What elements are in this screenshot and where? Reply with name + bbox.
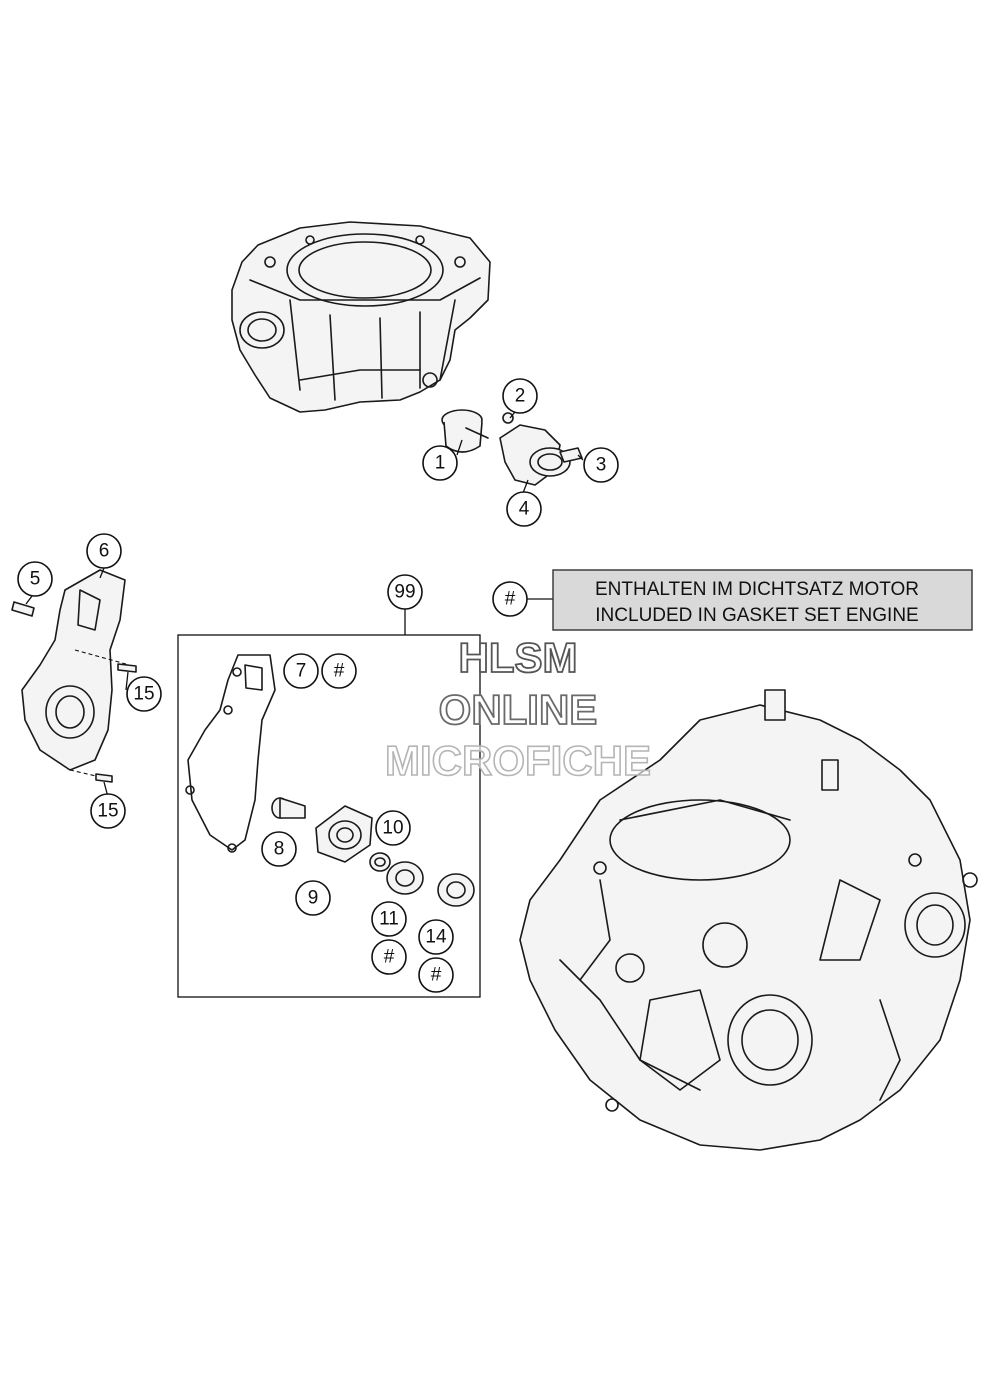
pump-cover-drawing	[11, 569, 137, 783]
svg-text:#: #	[431, 965, 442, 986]
callout-11: 11	[371, 901, 407, 937]
svg-text:#: #	[384, 947, 395, 968]
legend-symbol-circle	[492, 581, 528, 617]
callout-15-lower: 15	[90, 793, 126, 829]
callout-10: 10	[375, 810, 411, 846]
callout-6: 6	[86, 533, 122, 569]
legend-box	[552, 569, 973, 631]
cylinder-drawing	[231, 221, 491, 413]
callout-1: 1	[422, 445, 458, 481]
svg-text:2: 2	[515, 386, 526, 407]
watermark-line-3: MICROFICHE	[385, 737, 651, 784]
callout-3: 3	[583, 447, 619, 483]
svg-text:15: 15	[133, 684, 154, 705]
callout-2: 2	[502, 378, 538, 414]
svg-text:10: 10	[382, 818, 403, 839]
impeller-drawing	[271, 797, 475, 907]
callout-14-hash: #	[418, 957, 454, 993]
svg-text:11: 11	[379, 909, 399, 930]
callout-99: 99	[387, 574, 423, 610]
svg-text:99: 99	[394, 582, 415, 603]
svg-text:5: 5	[30, 569, 41, 590]
svg-text:#: #	[334, 661, 345, 682]
group-99-frame	[177, 634, 481, 998]
svg-text:4: 4	[519, 499, 530, 520]
watermark-line-1: HLSM	[459, 634, 578, 681]
callout-11-hash: #	[371, 939, 407, 975]
svg-text:9: 9	[308, 888, 319, 909]
svg-text:3: 3	[596, 455, 607, 476]
watermark: HLSM ONLINE MICROFICHE	[384, 633, 652, 785]
callout-15-upper: 15	[126, 676, 162, 712]
callout-5: 5	[17, 561, 53, 597]
callout-14: 14	[418, 919, 454, 955]
gasket-drawing	[185, 654, 276, 853]
callout-8: 8	[261, 831, 297, 867]
callout-4: 4	[506, 491, 542, 527]
svg-text:6: 6	[99, 541, 110, 562]
legend-line-1: ENTHALTEN IM DICHTSATZ MOTOR	[595, 579, 919, 600]
watermark-line-2: ONLINE	[439, 686, 598, 733]
svg-text:15: 15	[97, 801, 118, 822]
callout-9: 9	[295, 880, 331, 916]
crankcase-drawing	[519, 689, 978, 1151]
legend-line-2: INCLUDED IN GASKET SET ENGINE	[595, 605, 918, 626]
callout-7-hash: #	[321, 653, 357, 689]
legend: # ENTHALTEN IM DICHTSATZ MOTOR INCLUDED …	[492, 569, 973, 631]
svg-text:14: 14	[425, 927, 447, 948]
thermostat-drawing	[441, 409, 583, 486]
svg-text:8: 8	[274, 839, 285, 860]
svg-text:1: 1	[435, 453, 446, 474]
callout-7: 7	[283, 653, 319, 689]
svg-text:7: 7	[296, 661, 307, 682]
legend-symbol: #	[505, 589, 516, 610]
